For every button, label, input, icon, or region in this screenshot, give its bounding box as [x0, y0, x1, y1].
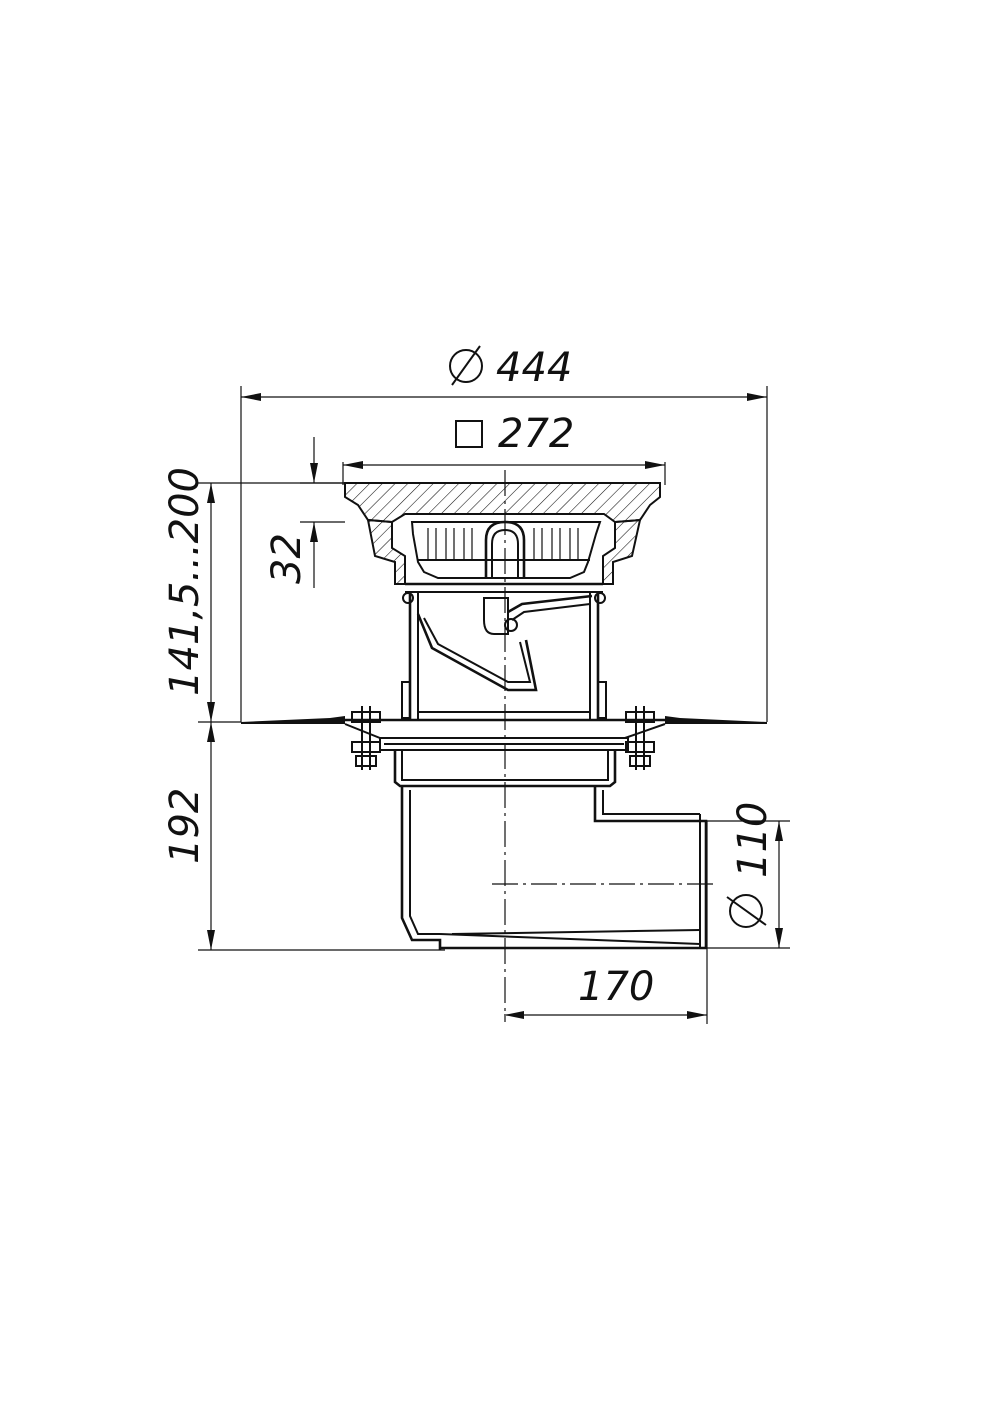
flange-bolt-right	[625, 706, 655, 770]
dimension-outlet-offset: 170	[504, 821, 708, 1024]
dimension-label-32: 32	[264, 533, 310, 584]
dimension-height-range: 141,5...200	[162, 467, 345, 723]
dimension-grate-square: 272	[342, 411, 666, 485]
dimension-label-170: 170	[578, 964, 654, 1010]
dimension-outlet-diameter: 110	[706, 802, 790, 949]
grate-frame	[344, 482, 661, 585]
dimension-label-444: 444	[496, 345, 572, 391]
roof-flange	[241, 716, 767, 751]
odor-trap-flap	[416, 594, 593, 692]
dimension-label-110: 110	[730, 802, 776, 878]
leaf-guard-basket	[410, 520, 602, 579]
dimension-label-height: 141,5...200	[162, 467, 208, 696]
diameter-symbol-icon	[726, 894, 767, 928]
dimension-label-272: 272	[498, 411, 574, 457]
flange-bolt-left	[351, 706, 381, 770]
dimension-label-192: 192	[162, 788, 208, 864]
drain-body-lower	[393, 750, 708, 950]
dimension-lower-height: 192	[162, 722, 445, 951]
dimension-flange-diameter: 444	[240, 345, 768, 722]
diameter-symbol-icon	[449, 345, 483, 386]
square-symbol-icon	[455, 420, 483, 448]
drain-body-upper	[401, 582, 607, 720]
dimension-grate-depth: 32	[264, 437, 345, 588]
